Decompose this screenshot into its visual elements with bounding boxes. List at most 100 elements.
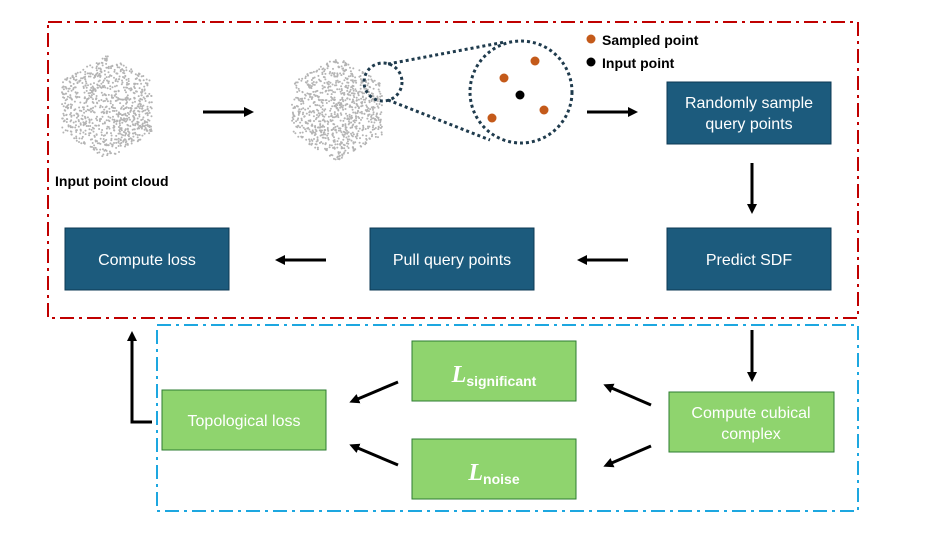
cloud-point bbox=[80, 110, 83, 112]
cloud-point bbox=[81, 82, 84, 84]
cloud-point bbox=[327, 115, 330, 118]
cloud-point bbox=[307, 107, 310, 110]
cloud-point bbox=[371, 128, 374, 131]
cloud-point bbox=[141, 98, 144, 101]
cloud-point bbox=[377, 82, 380, 85]
cloud-point bbox=[354, 125, 357, 128]
cloud-point bbox=[124, 145, 126, 148]
cloud-point bbox=[110, 65, 112, 68]
cloud-point bbox=[341, 92, 344, 95]
cloud-point bbox=[323, 82, 326, 84]
cloud-point bbox=[345, 103, 348, 106]
arrow-lnoise-to-topo bbox=[349, 443, 399, 467]
cloud-point bbox=[372, 97, 375, 100]
cloud-point bbox=[70, 89, 73, 92]
cloud-point bbox=[315, 130, 318, 133]
cloud-point bbox=[300, 135, 303, 138]
cloud-point bbox=[304, 75, 307, 78]
sampled-point-cloud-image bbox=[291, 59, 383, 161]
cloud-point bbox=[107, 65, 110, 68]
cloud-point bbox=[92, 88, 95, 90]
cloud-point bbox=[98, 142, 101, 145]
sampled-point-marker bbox=[530, 56, 540, 66]
cloud-point bbox=[118, 151, 120, 153]
cloud-point bbox=[89, 92, 92, 94]
cloud-point bbox=[308, 93, 311, 96]
cloud-point bbox=[83, 76, 86, 79]
cloud-point bbox=[64, 106, 67, 109]
cloud-point bbox=[359, 75, 362, 77]
cloud-point bbox=[91, 89, 94, 92]
cloud-point bbox=[321, 91, 324, 94]
topology-region bbox=[156, 324, 859, 512]
cloud-point bbox=[110, 67, 112, 70]
cloud-point bbox=[347, 84, 350, 87]
cloud-point bbox=[61, 103, 64, 106]
cloud-point bbox=[134, 133, 137, 136]
cloud-point bbox=[63, 96, 66, 99]
cloud-point bbox=[95, 133, 98, 136]
cloud-point bbox=[65, 87, 68, 90]
input-point-cloud-image bbox=[61, 55, 153, 158]
cloud-point bbox=[328, 144, 331, 147]
cloud-point bbox=[107, 67, 110, 70]
cloud-point bbox=[376, 98, 379, 100]
cloud-point bbox=[348, 105, 351, 108]
cloud-point bbox=[67, 90, 70, 93]
cloud-point bbox=[332, 123, 335, 125]
cloud-point bbox=[310, 111, 313, 114]
cloud-point bbox=[367, 107, 370, 110]
cloud-point bbox=[317, 98, 320, 101]
cloud-point bbox=[81, 135, 84, 138]
cloud-point bbox=[359, 84, 362, 87]
cloud-point bbox=[129, 118, 131, 121]
cloud-point bbox=[62, 131, 65, 134]
cloud-point bbox=[334, 158, 337, 161]
cloud-point bbox=[314, 131, 316, 134]
cloud-point bbox=[109, 102, 112, 105]
cloud-point bbox=[333, 72, 336, 75]
cloud-point bbox=[104, 73, 107, 76]
cloud-point bbox=[148, 132, 151, 135]
cloud-point bbox=[339, 151, 341, 154]
cloud-point bbox=[65, 113, 68, 116]
cloud-point bbox=[294, 82, 297, 85]
cloud-point bbox=[315, 140, 318, 143]
cloud-point bbox=[372, 124, 375, 127]
cloud-point bbox=[374, 133, 377, 135]
cloud-point bbox=[297, 110, 300, 113]
cloud-point bbox=[335, 80, 338, 82]
cloud-point bbox=[105, 112, 108, 115]
cloud-point bbox=[62, 112, 65, 115]
cloud-point bbox=[379, 113, 382, 116]
cloud-point bbox=[309, 71, 312, 74]
cloud-point bbox=[106, 100, 109, 103]
cloud-point bbox=[114, 138, 117, 141]
cloud-point bbox=[140, 94, 143, 97]
cloud-point bbox=[337, 81, 340, 84]
cloud-point bbox=[343, 133, 346, 136]
cloud-point bbox=[304, 122, 307, 124]
l-significant-label: Lsignificant bbox=[451, 362, 537, 389]
zoom-line-top bbox=[387, 40, 506, 66]
cloud-point bbox=[102, 79, 105, 82]
cloud-point bbox=[313, 120, 315, 122]
cloud-point bbox=[93, 111, 96, 114]
cloud-point bbox=[375, 83, 377, 86]
cloud-point bbox=[118, 122, 121, 125]
cloud-point bbox=[142, 116, 145, 119]
cloud-point bbox=[64, 78, 67, 81]
cloud-point bbox=[138, 107, 141, 110]
cloud-point bbox=[380, 131, 383, 134]
cloud-point bbox=[115, 123, 118, 125]
cloud-point bbox=[297, 117, 300, 120]
cloud-point bbox=[120, 98, 123, 101]
cloud-point bbox=[74, 108, 77, 111]
cloud-point bbox=[316, 69, 319, 72]
cloud-point bbox=[296, 91, 299, 93]
cloud-point bbox=[64, 129, 67, 132]
cloud-point bbox=[89, 75, 92, 78]
cloud-point bbox=[312, 77, 314, 80]
cloud-point bbox=[364, 141, 367, 144]
cloud-point bbox=[86, 116, 89, 119]
